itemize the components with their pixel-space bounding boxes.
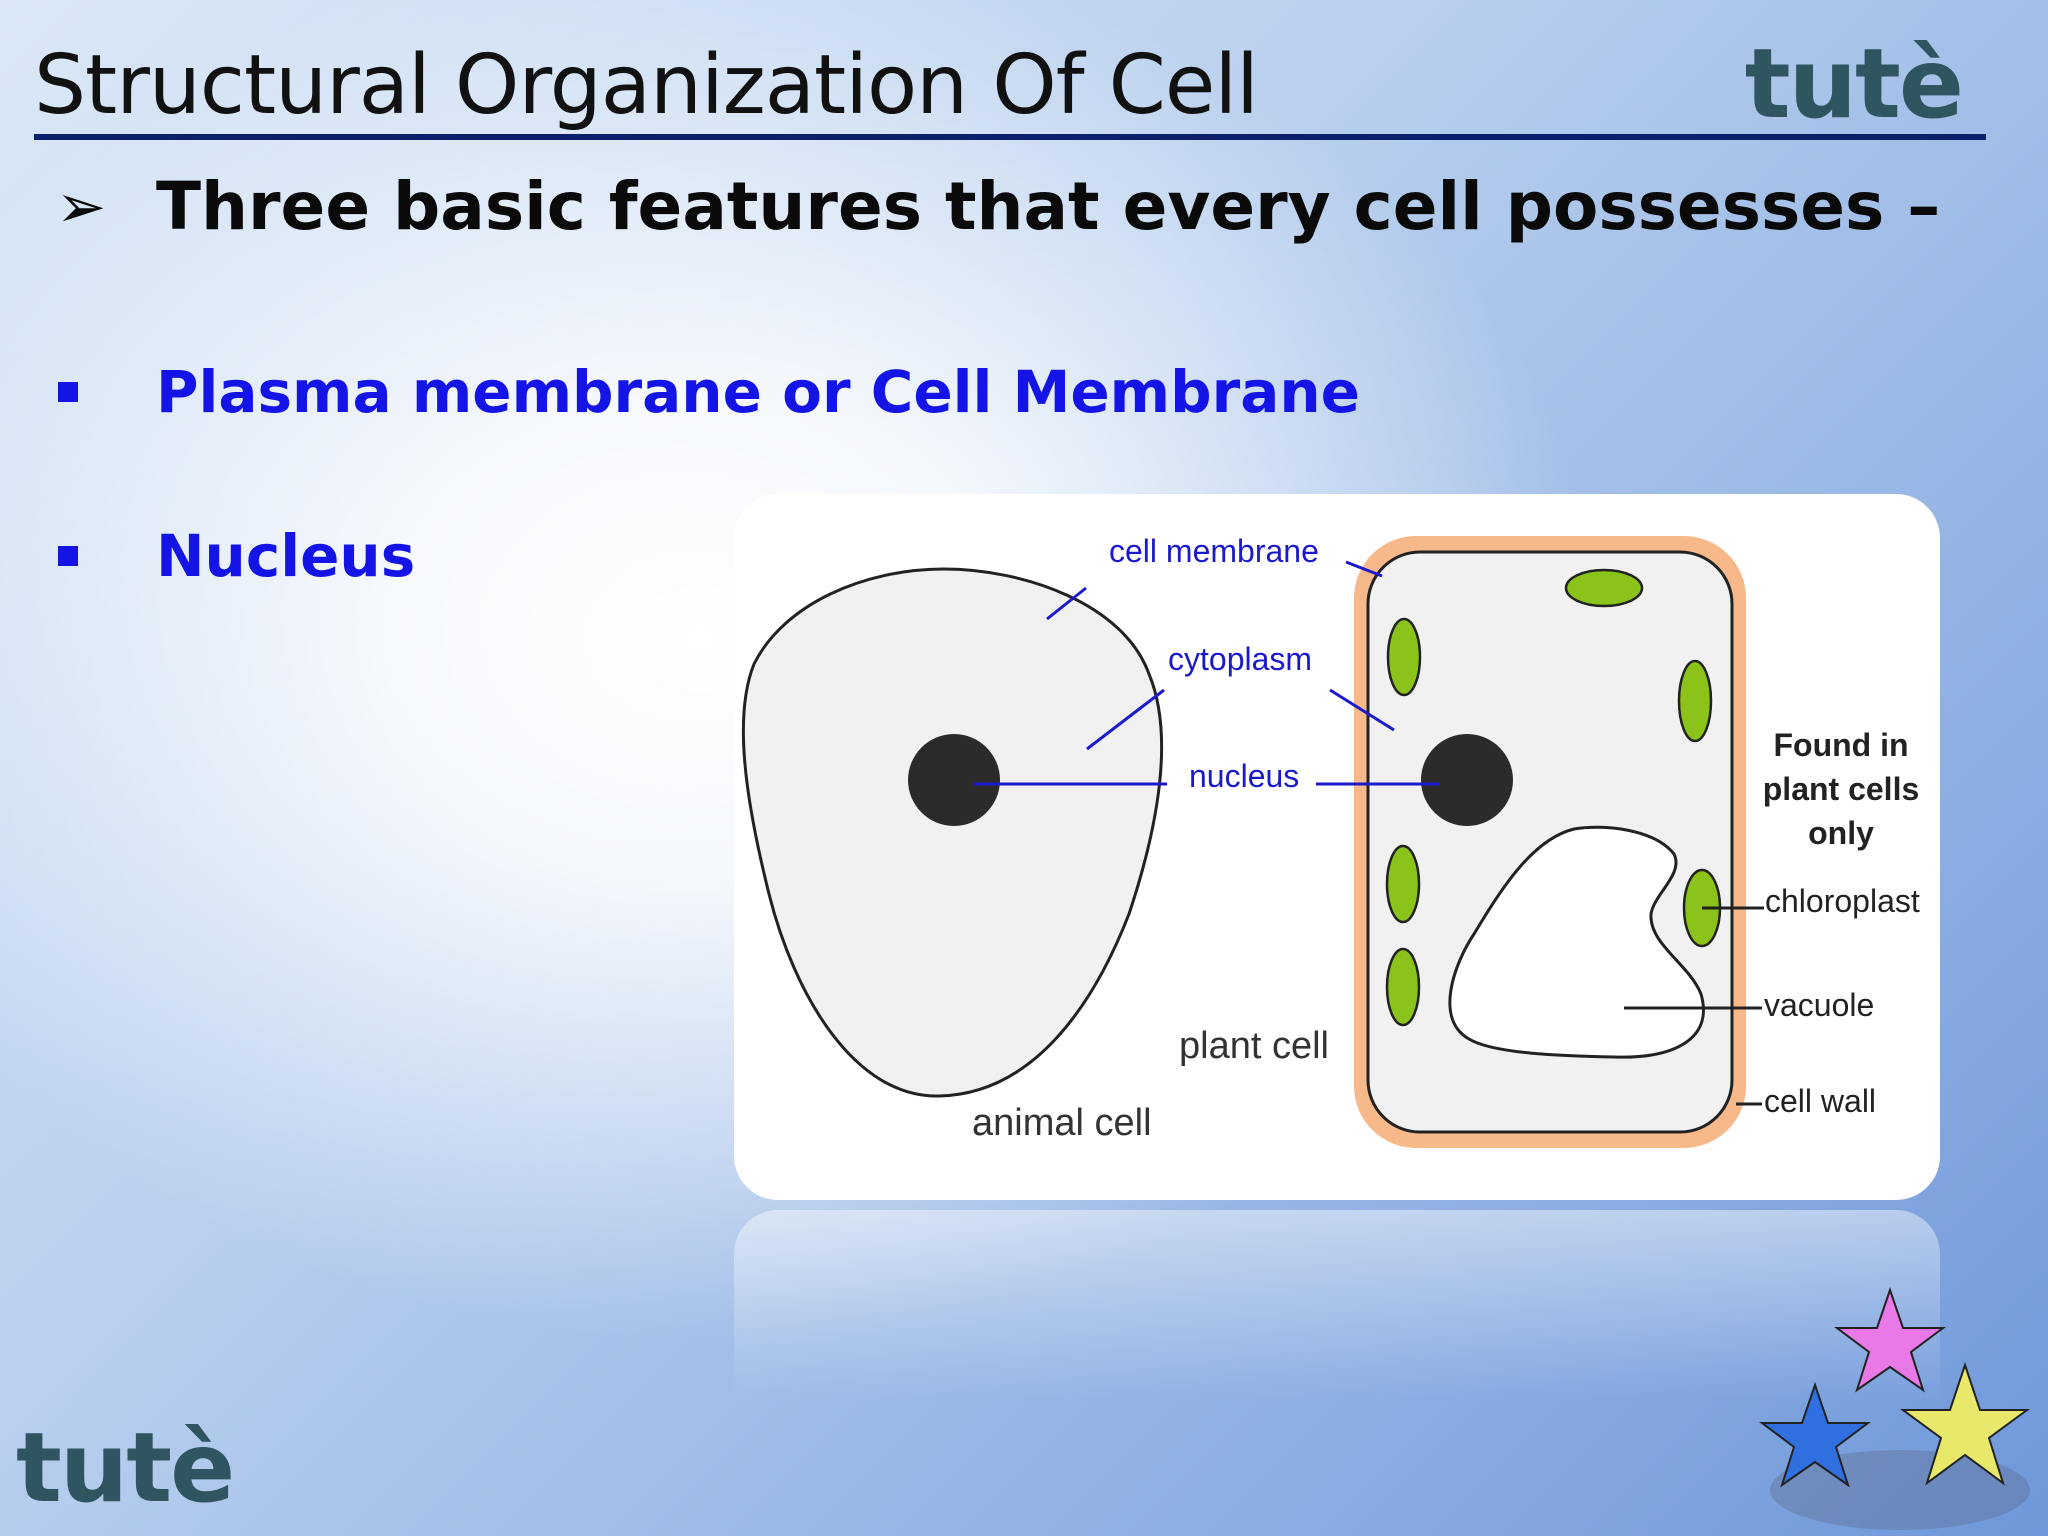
animal-nucleus: [908, 734, 1000, 826]
chloroplast: [1677, 659, 1713, 743]
cytoplasm-leader: [1086, 688, 1165, 751]
slide-title: Structural Organization Of Cell: [34, 38, 1259, 133]
cell-wall-label: cell wall: [1764, 1083, 1876, 1119]
chloroplast: [1385, 844, 1421, 924]
found-in-label: only: [1808, 815, 1874, 851]
star-icon: [1899, 1361, 2031, 1486]
chloroplast: [1385, 947, 1421, 1027]
figure-reflection: [734, 1210, 1940, 1400]
heading-text: Three basic features that every cell pos…: [156, 168, 1941, 245]
square-bullet-icon: [58, 382, 78, 402]
tute-logo-bottom: tutè: [16, 1412, 235, 1524]
nucleus-label: nucleus: [1189, 758, 1299, 794]
plant-nucleus: [1421, 734, 1513, 826]
vacuole: [1448, 825, 1705, 1059]
cell-diagram: animal cell plant cell cell membrane cyt…: [734, 494, 1940, 1200]
plant-cell-label: plant cell: [1179, 1025, 1329, 1067]
tute-logo-top: tutè: [1744, 28, 1964, 140]
cell-membrane-leader: [1046, 586, 1087, 621]
cell-membrane-label: cell membrane: [1109, 533, 1319, 569]
found-in-label: plant cells: [1763, 771, 1920, 807]
title-rule: [34, 134, 1986, 140]
arrow-bullet-icon: ➢: [56, 171, 107, 242]
cytoplasm-leader: [1329, 688, 1395, 732]
star-icon: [1759, 1381, 1871, 1488]
animal-cell-body: [741, 567, 1164, 1098]
decorative-stars: [1759, 1286, 2031, 1530]
cell-diagram-svg: animal cell plant cell cell membrane cyt…: [741, 533, 1920, 1148]
bullet-item-plasma-membrane: Plasma membrane or Cell Membrane: [56, 358, 1360, 426]
cytoplasm-label: cytoplasm: [1168, 641, 1312, 677]
heading-row: ➢ Three basic features that every cell p…: [56, 168, 1940, 245]
chloroplast-label: chloroplast: [1765, 883, 1920, 919]
cell-membrane-leader: [1345, 560, 1383, 578]
vacuole-label: vacuole: [1764, 987, 1874, 1023]
bullet-item-nucleus: Nucleus: [56, 522, 415, 590]
square-bullet-icon: [58, 546, 78, 566]
bullet-label: Plasma membrane or Cell Membrane: [156, 358, 1360, 426]
chloroplast: [1386, 617, 1422, 697]
animal-cell-label: animal cell: [972, 1102, 1152, 1144]
bullet-label: Nucleus: [156, 522, 416, 590]
found-in-label: Found in: [1773, 727, 1908, 763]
star-icon: [1834, 1286, 1946, 1393]
chloroplast: [1564, 568, 1644, 608]
